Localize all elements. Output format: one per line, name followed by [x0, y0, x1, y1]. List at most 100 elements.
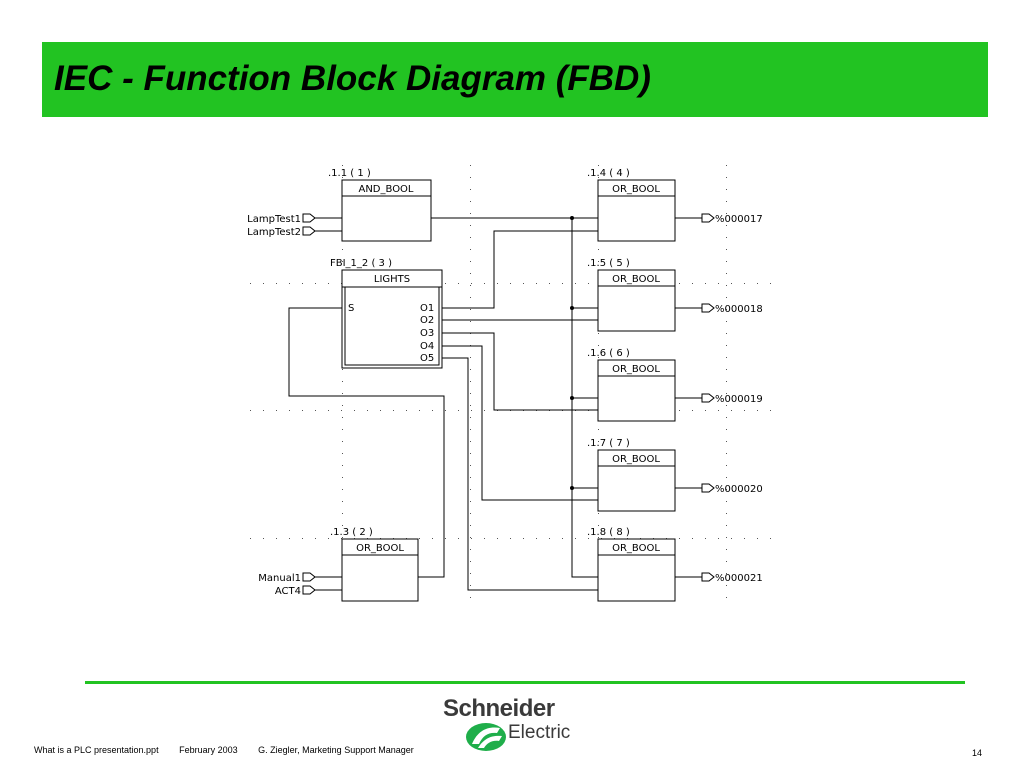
output-connector	[701, 303, 715, 313]
block-or-bool	[597, 359, 676, 422]
grid-dot	[575, 283, 576, 284]
grid-dot	[679, 538, 680, 539]
block-type-label: LIGHTS	[374, 274, 410, 285]
block-or-bool	[597, 538, 676, 602]
input-label: LampTest2	[247, 227, 301, 238]
connectors	[302, 213, 715, 595]
grid-dot	[470, 189, 471, 190]
grid-dot	[250, 538, 251, 539]
grid-dot	[497, 283, 498, 284]
grid-dot	[562, 283, 563, 284]
grid-dot	[470, 585, 471, 586]
grid-dot	[470, 549, 471, 550]
grid-dot	[342, 453, 343, 454]
block-instance-label: FBI_1_2 ( 3 )	[330, 258, 392, 269]
grid-dot	[342, 513, 343, 514]
grid-dot	[731, 410, 732, 411]
grid-dot	[726, 201, 727, 202]
block-and-bool	[341, 179, 432, 242]
grid-dot	[432, 410, 433, 411]
output-connector	[701, 572, 715, 582]
grid-dot	[523, 538, 524, 539]
grid-dot	[302, 410, 303, 411]
grid-dot	[726, 453, 727, 454]
grid-dot	[342, 441, 343, 442]
grid-dot	[726, 465, 727, 466]
grid-dot	[705, 410, 706, 411]
grid-dot	[692, 410, 693, 411]
grid-dot	[470, 177, 471, 178]
grid-dot	[470, 273, 471, 274]
block-type-label: OR_BOOL	[612, 274, 660, 285]
grid-dot	[342, 405, 343, 406]
block-instance-label: .1.4 ( 4 )	[587, 168, 630, 179]
block-or-bool	[597, 269, 676, 332]
grid-dot	[315, 538, 316, 539]
grid-dot	[726, 249, 727, 250]
grid-dot	[276, 538, 277, 539]
grid-dot	[470, 309, 471, 310]
pin-label: O5	[420, 353, 434, 364]
grid-dot	[470, 537, 471, 538]
grid-dot	[342, 429, 343, 430]
grid-dot	[470, 465, 471, 466]
grid-dot	[342, 177, 343, 178]
io-labels: LampTest1 LampTest2 Manual1 ACT4 %000017…	[247, 214, 763, 597]
grid-dot	[289, 283, 290, 284]
grid-dot	[328, 410, 329, 411]
grid-dot	[757, 410, 758, 411]
grid-dot	[342, 477, 343, 478]
grid-dot	[726, 357, 727, 358]
grid-dot	[598, 525, 599, 526]
grid-dot	[470, 453, 471, 454]
grid-dot	[328, 283, 329, 284]
grid-dot	[692, 283, 693, 284]
output-connector	[701, 483, 715, 493]
grid-dot	[757, 538, 758, 539]
grid-dot	[705, 283, 706, 284]
grid-dot	[575, 538, 576, 539]
grid-dot	[562, 538, 563, 539]
blocks: .1.1 ( 1 ) AND_BOOL FBI_1_2 ( 3 ) LIGHTS…	[328, 168, 676, 602]
block-instance-label: .1.3 ( 2 )	[330, 527, 373, 538]
block-type-label: OR_BOOL	[356, 543, 404, 554]
grid-dot	[726, 369, 727, 370]
grid-dot	[471, 538, 472, 539]
grid-dot	[342, 465, 343, 466]
slide-title: IEC - Function Block Diagram (FBD)	[54, 59, 651, 98]
grid-dot	[726, 405, 727, 406]
grid-dot	[470, 297, 471, 298]
logo-subtitle: Electric	[508, 722, 571, 743]
block-or-bool	[597, 449, 676, 512]
grid-dot	[471, 410, 472, 411]
grid-dot	[484, 538, 485, 539]
grid-dot	[598, 249, 599, 250]
grid-dot	[726, 513, 727, 514]
block-instance-label: .1.1 ( 1 )	[328, 168, 371, 179]
grid-dot	[470, 513, 471, 514]
grid-dot	[458, 283, 459, 284]
grid-dot	[250, 410, 251, 411]
grid-dot	[588, 283, 589, 284]
grid-dot	[726, 501, 727, 502]
logo-name: Schneider	[443, 695, 555, 722]
grid-dot	[470, 237, 471, 238]
grid-dot	[731, 283, 732, 284]
grid-dot	[470, 477, 471, 478]
grid-dot	[484, 283, 485, 284]
grid-dot	[445, 283, 446, 284]
grid-dot	[726, 333, 727, 334]
output-label: %000020	[715, 484, 763, 495]
grid-dot	[549, 538, 550, 539]
grid-dot	[342, 249, 343, 250]
grid-dot	[470, 285, 471, 286]
grid-dot	[342, 501, 343, 502]
grid-dot	[419, 410, 420, 411]
footer-rule	[85, 681, 965, 684]
grid-dot	[770, 538, 771, 539]
grid-dot	[726, 213, 727, 214]
grid-dot	[726, 189, 727, 190]
grid-dot	[726, 381, 727, 382]
grid-dot	[341, 410, 342, 411]
grid-dot	[726, 285, 727, 286]
